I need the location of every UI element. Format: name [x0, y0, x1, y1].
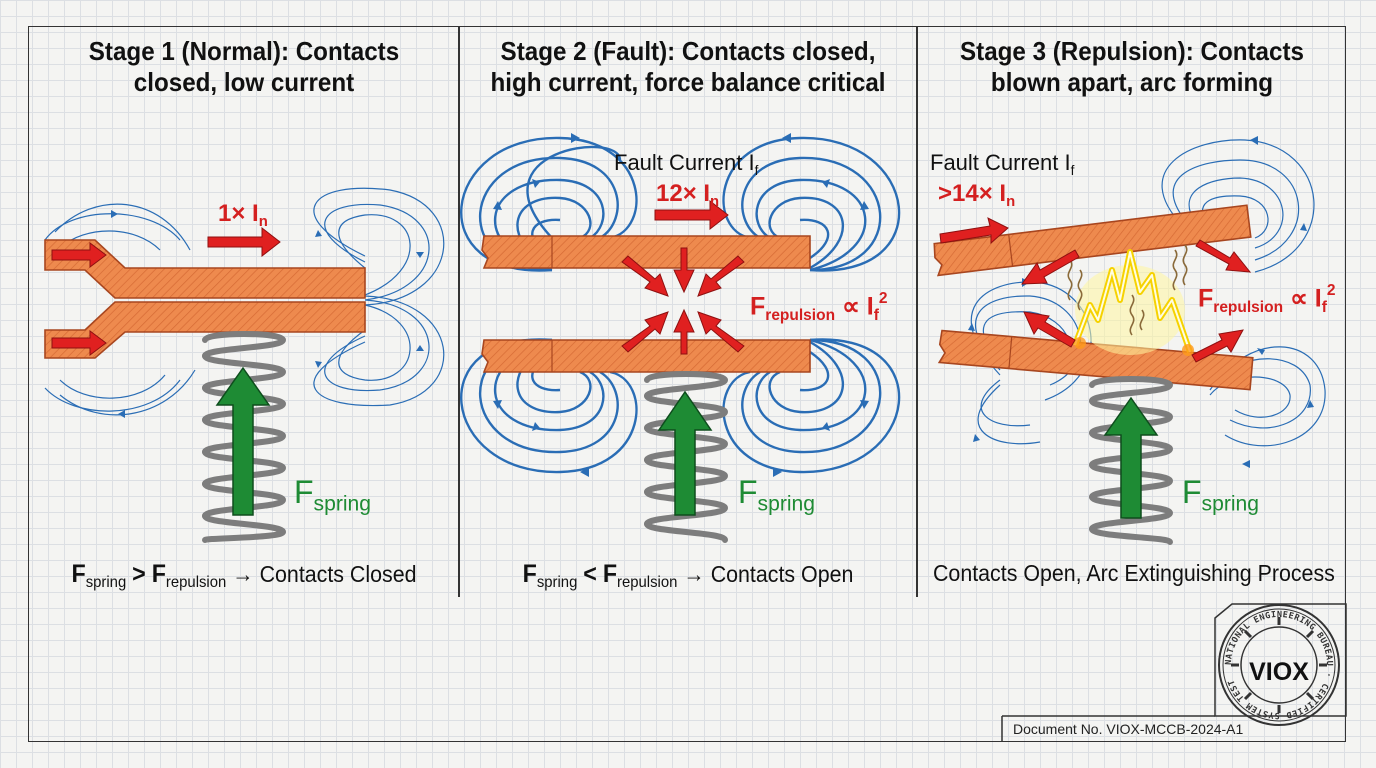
stage2-upper-contact [481, 235, 811, 269]
stage3-spring [1089, 376, 1174, 545]
arc-flash [1072, 249, 1194, 356]
stage1-spring-force-arrow [215, 366, 271, 516]
stage1-spring [202, 331, 287, 543]
stage3-fault-current-label: Fault Current If [930, 150, 1075, 178]
stage1-caption: Fspring > Frepulsion → Contacts Closed [71, 560, 417, 591]
stage1-spring-label: Fspring [294, 474, 372, 516]
stage1-lower-contact [44, 301, 366, 359]
stage2-spring-force-arrow [657, 390, 713, 516]
stage3-spring-force-arrow [1103, 396, 1159, 519]
stage2-title: Stage 2 (Fault): Contacts closed,high cu… [490, 36, 886, 97]
stage2-spring [644, 371, 729, 543]
stage2-lower-contact [481, 339, 811, 373]
panel-divider-1 [458, 26, 460, 597]
stage1-current-label: 1× In [218, 200, 268, 231]
stage2-caption: Fspring < Frepulsion → Contacts Open [522, 560, 854, 591]
stage3-spring-label: Fspring [1182, 474, 1260, 516]
stage2-field-arrows [493, 133, 869, 477]
panel-divider-2 [916, 26, 918, 597]
stage3-current-label: >14× In [938, 180, 1016, 211]
stage2-repulsion-arrows [621, 199, 745, 355]
stage1-current-arrows [51, 226, 281, 356]
stage1-upper-contact [44, 239, 366, 299]
heat-waves [1067, 244, 1188, 336]
stage2-spring-label: Fspring [738, 474, 816, 516]
stage3-caption: Contacts Open, Arc Extinguishing Process [932, 560, 1335, 586]
stage2-repulsion-label: Frepulsion ∝ If2 [750, 290, 888, 325]
stage1-field-arrows [111, 210, 424, 418]
stage3-upper-contact [933, 204, 1252, 277]
document-number: Document No. VIOX-MCCB-2024-A1 [1013, 721, 1244, 737]
stage2-fault-current-label: Fault Current If [614, 150, 759, 178]
diagram-frame [28, 26, 1346, 742]
stage3-lower-contact [937, 329, 1254, 391]
stamp-brand: VIOX [1249, 658, 1309, 686]
stage3-repulsion-arrows [939, 217, 1252, 363]
stage3-repulsion-label: Frepulsion ∝ If2 [1198, 282, 1336, 317]
stage2-current-label: 12× In [656, 180, 720, 211]
